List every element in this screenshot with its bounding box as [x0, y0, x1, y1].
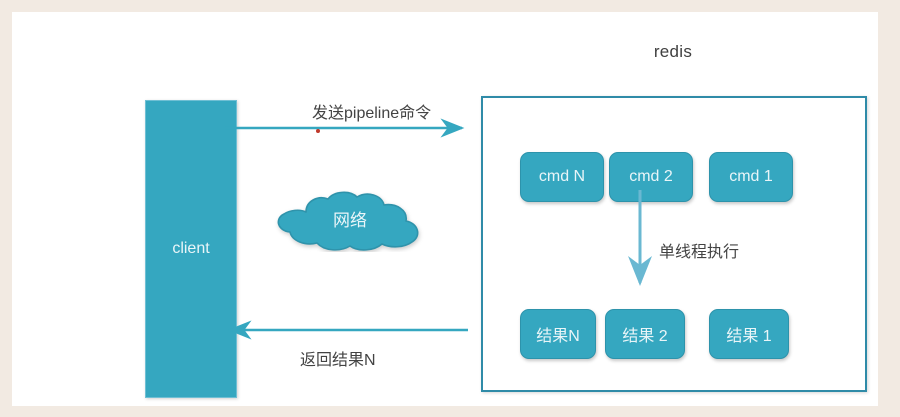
command-box-1: cmd 1	[709, 152, 793, 202]
diagram-canvas: redis PIPELINE组成命令块 client cmd N cmd 2 c…	[12, 12, 878, 406]
result-box-2: 结果 2	[605, 309, 685, 359]
network-label: 网络	[333, 211, 367, 230]
arrow-execute-label: 单线程执行	[659, 244, 740, 261]
result-box-n: 结果N	[520, 309, 596, 359]
arrow-send-label: 发送pipeline命令	[312, 105, 432, 122]
red-dot-marker	[316, 129, 320, 133]
arrow-return-label: 返回结果N	[300, 352, 376, 369]
arrow-layer	[225, 118, 652, 340]
client-node: client	[145, 100, 237, 398]
command-box-n: cmd N	[520, 152, 604, 202]
client-label: client	[172, 240, 210, 257]
result-box-1: 结果 1	[709, 309, 789, 359]
network-cloud: 网络	[270, 190, 430, 252]
command-box-2: cmd 2	[609, 152, 693, 202]
cloud-shape-icon	[277, 191, 419, 251]
redis-title: redis	[653, 42, 693, 61]
